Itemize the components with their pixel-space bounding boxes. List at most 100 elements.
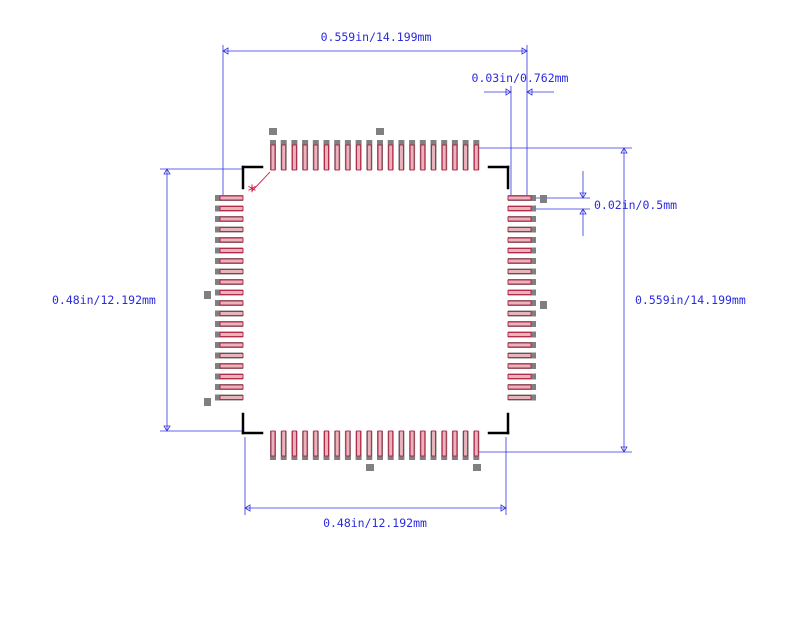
top-pin-pad <box>334 144 340 171</box>
top-pin-pad <box>345 144 351 171</box>
dim-bottom-width-label: 0.48in/12.192mm <box>323 516 427 530</box>
right-pin-pad <box>507 300 532 306</box>
right-pin-pad <box>507 216 532 222</box>
left-pin-pad <box>219 248 244 253</box>
top-pin-pad <box>270 144 276 171</box>
fiducial-block <box>204 398 211 406</box>
bottom-pin-pad <box>388 430 394 457</box>
top-pin-pad <box>377 144 383 171</box>
right-pin-pad <box>507 321 532 327</box>
dim-lead-arrow-left <box>505 88 512 96</box>
bottom-pin-pad <box>420 430 426 457</box>
top-pin-pad <box>388 144 394 171</box>
bottom-pin-pad <box>473 430 479 457</box>
dim-right-height-label: 0.559in/14.199mm <box>635 293 746 307</box>
top-pin-pad <box>302 144 308 171</box>
left-pin-pad <box>219 227 244 232</box>
bottom-pin-pad <box>366 430 372 457</box>
right-pin-pad <box>507 342 532 348</box>
bottom-pin-pad <box>431 430 436 457</box>
right-pin-pad <box>507 279 532 285</box>
dim-lead-length-label: 0.03in/0.762mm <box>472 71 569 85</box>
bottom-pin-pad <box>270 430 276 457</box>
left-pin-pad <box>219 300 244 306</box>
left-pin-pad <box>219 332 244 337</box>
fiducial-block <box>269 128 277 135</box>
left-pin-pad <box>219 395 244 400</box>
fiducial-block <box>473 464 481 471</box>
right-pin-pad <box>507 332 532 337</box>
dim-left-height-label: 0.48in/12.192mm <box>52 293 156 307</box>
left-pin-pad <box>219 384 244 390</box>
top-pin-pad <box>463 144 469 171</box>
top-pin-pad <box>452 144 458 171</box>
fiducial-block <box>540 301 547 309</box>
dim-right-arrow-bottom <box>620 446 628 453</box>
top-pin-pad <box>366 144 372 171</box>
top-pin-pad <box>356 144 362 171</box>
top-pin-pad <box>398 144 404 171</box>
right-pin-pad <box>507 258 532 264</box>
left-pin-pad <box>219 321 244 327</box>
pin1-leader <box>251 171 271 192</box>
top-pin-pad <box>291 144 297 171</box>
top-pin-pad <box>409 144 415 171</box>
fiducial-block <box>204 291 211 299</box>
dimension-labels: 0.559in/14.199mm 0.03in/0.762mm 0.02in/0… <box>52 30 746 530</box>
bottom-pin-pad <box>377 430 383 457</box>
right-pin-pad <box>507 237 532 243</box>
bottom-pin-pad <box>441 430 447 457</box>
dim-left-arrow-bottom <box>163 425 171 432</box>
bottom-pin-pad <box>409 430 415 457</box>
bottom-pin-pad <box>334 430 340 457</box>
right-pin-pad <box>507 227 532 232</box>
right-pin-pad <box>507 290 532 295</box>
pin1-marker: * <box>248 182 257 202</box>
bottom-pin-pad <box>452 430 458 457</box>
package-outline: * <box>241 165 510 435</box>
right-pin-pad <box>507 363 532 369</box>
top-pin-pad <box>441 144 447 171</box>
bottom-pin-pad <box>345 430 351 457</box>
dim-left-arrow-top <box>163 168 171 175</box>
left-pin-pad <box>219 195 244 201</box>
right-pin-pad <box>507 248 532 253</box>
top-pin-pad <box>324 144 329 171</box>
bottom-pin-pad <box>291 430 297 457</box>
right-pin-pad <box>507 384 532 390</box>
right-pin-pad <box>507 374 532 379</box>
left-pin-pad <box>219 290 244 295</box>
fiducial-block <box>366 464 374 471</box>
bottom-pin-pad <box>281 430 287 457</box>
bottom-pin-pad <box>302 430 308 457</box>
dim-top-arrow-right <box>521 47 528 55</box>
bottom-pin-pad <box>313 430 319 457</box>
left-pin-pad <box>219 374 244 379</box>
dim-pitch-label: 0.02in/0.5mm <box>594 198 677 212</box>
dim-pitch-arrow-bottom <box>579 208 587 215</box>
fiducial-block <box>376 128 384 135</box>
top-pin-pad <box>420 144 426 171</box>
top-pin-pad <box>473 144 479 171</box>
dim-bottom-arrow-left <box>244 504 251 512</box>
left-pin-pad <box>219 258 244 264</box>
right-pin-pad <box>507 395 532 400</box>
left-pin-pad <box>219 363 244 369</box>
left-pin-pad <box>219 237 244 243</box>
dim-pitch-arrow-top <box>579 192 587 199</box>
right-pin-pad <box>507 206 532 211</box>
bottom-pin-pad <box>398 430 404 457</box>
left-pin-pad <box>219 279 244 285</box>
top-pin-pad <box>431 144 436 171</box>
bottom-pin-pad <box>463 430 469 457</box>
left-pin-pad <box>219 353 244 358</box>
left-pin-pad <box>219 342 244 348</box>
bottom-pin-pad <box>324 430 329 457</box>
dim-right-arrow-top <box>620 147 628 154</box>
left-pin-pad <box>219 216 244 222</box>
top-pin-pad <box>281 144 287 171</box>
bottom-pin-pad <box>356 430 362 457</box>
left-pin-pad <box>219 311 244 316</box>
left-pin-pad <box>219 269 244 274</box>
